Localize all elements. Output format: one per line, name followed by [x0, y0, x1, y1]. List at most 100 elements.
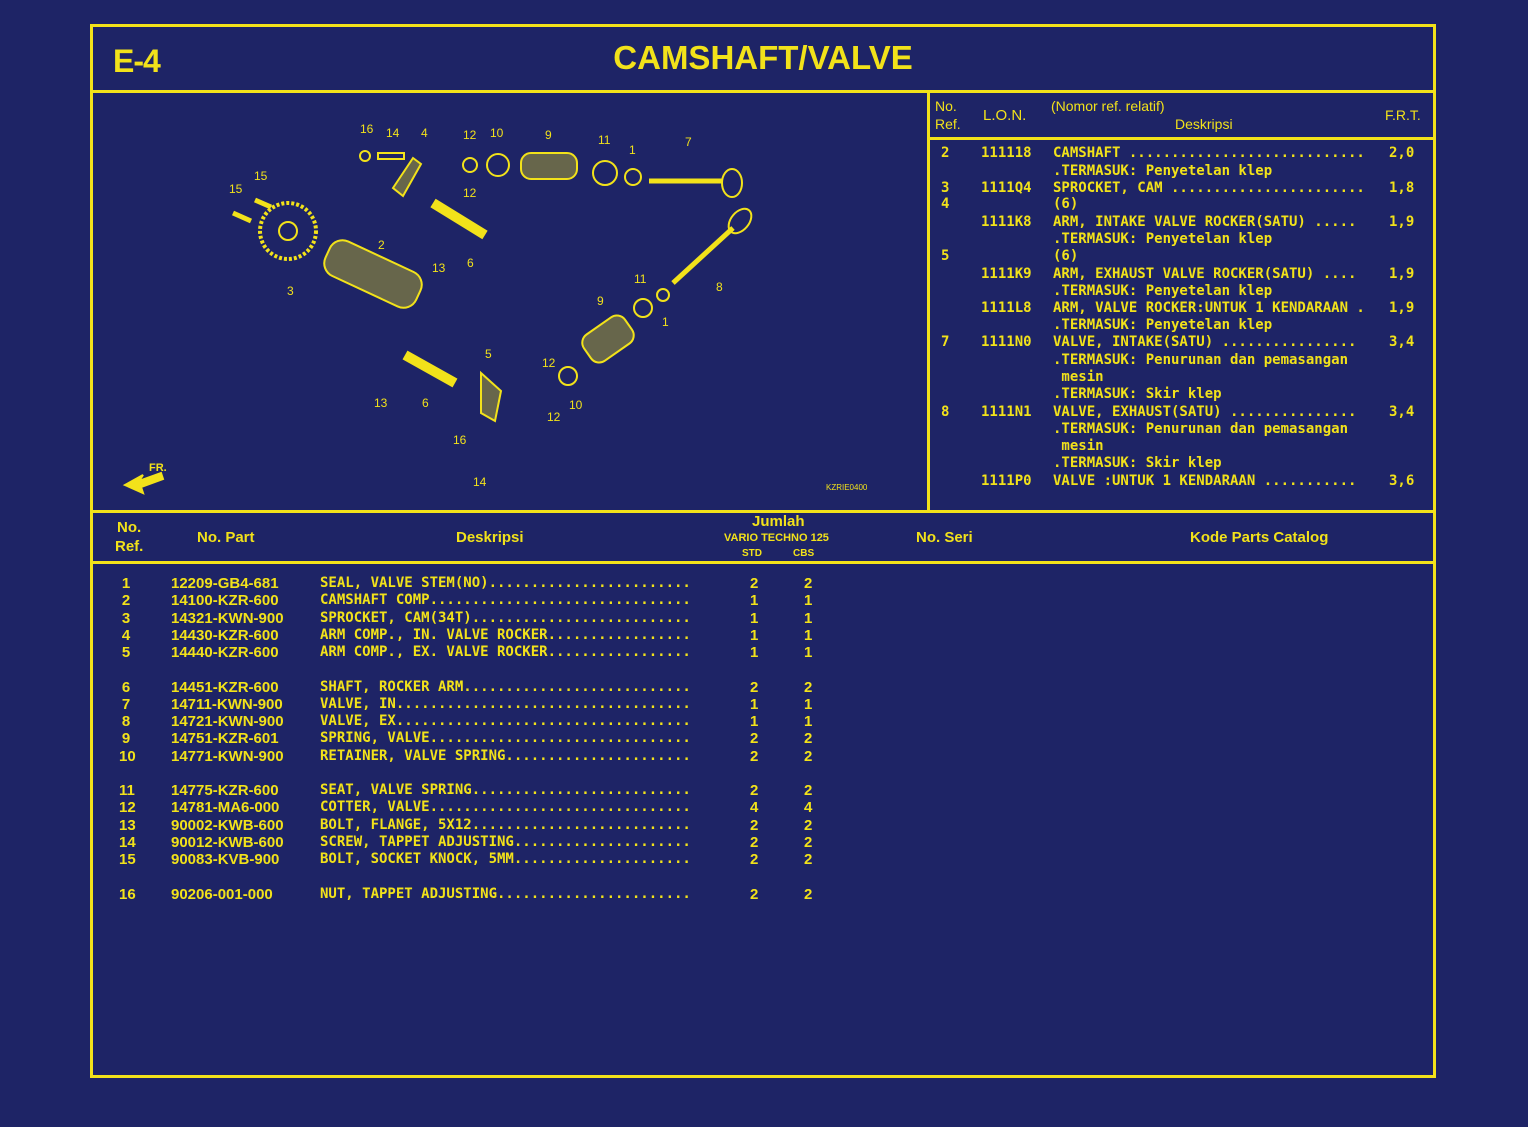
part-number: 14751-KZR-601 — [171, 730, 279, 748]
ref-description: VALVE, EXHAUST(SATU) ............... — [1053, 404, 1357, 420]
parts-ref-number: 5 — [121, 644, 131, 662]
ref-description: VALVE :UNTUK 1 KENDARAAN ........... — [1053, 473, 1357, 489]
lon-code: 1111N0 — [981, 334, 1032, 350]
svg-text:16: 16 — [453, 433, 467, 447]
svg-text:12: 12 — [463, 128, 477, 142]
part-description: CAMSHAFT COMP...........................… — [320, 592, 691, 609]
parts-ref-number: 4 — [121, 626, 131, 644]
svg-text:15: 15 — [229, 182, 243, 196]
ref-description: ARM, VALVE ROCKER:UNTUK 1 KENDARAAN . — [1053, 300, 1365, 316]
qty-std: 1 — [750, 713, 759, 731]
catalog-page-frame: E-4 CAMSHAFT/VALVE — [90, 24, 1436, 1078]
qty-cbs: 2 — [804, 678, 813, 696]
std-header: STD — [742, 548, 762, 559]
qty-cbs: 1 — [804, 695, 813, 713]
qty-std: 1 — [750, 644, 759, 662]
svg-text:12: 12 — [542, 356, 556, 370]
parts-ref-number: 1 — [121, 575, 131, 592]
qty-cbs: 4 — [804, 799, 813, 817]
lon-code: 1111K9 — [981, 266, 1032, 282]
diagram-divider — [927, 90, 930, 510]
part-number: 12209-GB4-681 — [171, 575, 279, 592]
ref-description: ARM, INTAKE VALVE ROCKER(SATU) ..... — [1053, 214, 1357, 230]
svg-text:3: 3 — [287, 284, 294, 298]
part-number-header: No. Part — [197, 529, 255, 546]
part-number: 90083-KVB-900 — [171, 851, 280, 869]
lon-code: 111118 — [981, 145, 1032, 161]
part-number: 14775-KZR-600 — [171, 782, 279, 799]
frt-value: 1,9 — [1389, 300, 1415, 316]
parts-ref-number: 15 — [119, 851, 136, 869]
nomor-ref-header: (Nomor ref. relatif) — [1051, 98, 1165, 114]
part-number: 90012-KWB-600 — [171, 833, 284, 851]
svg-text:4: 4 — [421, 126, 428, 140]
svg-text:15: 15 — [254, 169, 268, 183]
parts-ref-number: 12 — [119, 799, 136, 817]
model-header: VARIO TECHNO 125 — [724, 532, 829, 544]
parts-ref-number: 14 — [119, 833, 136, 851]
parts-ref-number: 10 — [119, 747, 136, 765]
ref-description: mesin — [1053, 369, 1104, 385]
frt-header: F.R.T. — [1385, 107, 1421, 123]
parts-no-header: No. — [117, 519, 142, 536]
lon-code: 1111Q4 — [981, 180, 1032, 196]
ref-description: .TERMASUK: Penyetelan klep — [1053, 231, 1273, 247]
part-description: SEAL, VALVE STEM(NO)....................… — [320, 575, 691, 591]
ref-description: .TERMASUK: Skir klep — [1053, 386, 1222, 402]
ref-description: .TERMASUK: Penurunan dan pemasangan — [1053, 421, 1349, 437]
frt-value: 3,4 — [1389, 334, 1415, 350]
parts-ref-number: 13 — [119, 816, 136, 834]
parts-ref-number: 16 — [119, 885, 136, 903]
qty-cbs: 2 — [804, 885, 813, 903]
svg-text:KZRIE0400: KZRIE0400 — [826, 483, 868, 492]
ref-number: 5 — [941, 248, 950, 264]
svg-text:1: 1 — [662, 315, 669, 329]
ref-description: (6) — [1053, 196, 1079, 212]
svg-text:16: 16 — [360, 122, 374, 136]
qty-std: 2 — [750, 730, 759, 748]
qty-cbs: 2 — [804, 747, 813, 765]
qty-cbs: 1 — [804, 626, 813, 644]
parts-ref-number: 2 — [121, 592, 131, 610]
part-number: 14430-KZR-600 — [171, 626, 279, 644]
part-description: SPROCKET, CAM(34T)......................… — [320, 609, 691, 626]
qty-cbs: 1 — [804, 713, 813, 731]
header-divider — [93, 90, 1433, 93]
part-description: RETAINER, VALVE SPRING..................… — [320, 747, 691, 764]
qty-cbs: 1 — [804, 644, 813, 662]
deskripsi-header: Deskripsi — [1175, 116, 1233, 132]
svg-text:13: 13 — [374, 396, 388, 410]
svg-text:12: 12 — [463, 186, 477, 200]
qty-cbs: 2 — [804, 730, 813, 748]
svg-text:10: 10 — [569, 398, 583, 412]
part-description: NUT, TAPPET ADJUSTING...................… — [320, 885, 691, 902]
parts-ref-number: 11 — [119, 782, 135, 799]
ref-description: .TERMASUK: Penurunan dan pemasangan — [1053, 352, 1349, 368]
part-number: 14451-KZR-600 — [171, 678, 279, 696]
section-code: E-4 — [113, 43, 161, 79]
svg-text:11: 11 — [598, 133, 611, 147]
parts-ref-number: 8 — [121, 713, 131, 731]
jumlah-header: Jumlah — [752, 513, 805, 530]
lon-code: 1111P0 — [981, 473, 1032, 489]
parts-ref-number: 6 — [121, 678, 131, 696]
ref-description: VALVE, INTAKE(SATU) ................ — [1053, 334, 1357, 350]
ref-description: .TERMASUK: Skir klep — [1053, 455, 1222, 471]
part-number: 14100-KZR-600 — [171, 592, 279, 610]
frt-value: 1,9 — [1389, 266, 1415, 282]
qty-std: 1 — [750, 695, 759, 713]
svg-text:14: 14 — [473, 475, 487, 489]
frt-value: 1,9 — [1389, 214, 1415, 230]
frt-value: 3,6 — [1389, 473, 1415, 489]
ref-description: ARM, EXHAUST VALVE ROCKER(SATU) .... — [1053, 266, 1357, 282]
qty-cbs: 2 — [804, 816, 813, 834]
qty-std: 2 — [750, 885, 759, 903]
ref-description: .TERMASUK: Penyetelan klep — [1053, 283, 1273, 299]
part-description: ARM COMP., EX. VALVE ROCKER.............… — [320, 644, 691, 661]
svg-text:6: 6 — [422, 396, 429, 410]
part-description: SPRING, VALVE...........................… — [320, 730, 691, 747]
parts-desc-header: Deskripsi — [456, 529, 524, 546]
lon-code: 1111L8 — [981, 300, 1032, 316]
qty-cbs: 1 — [804, 609, 813, 627]
